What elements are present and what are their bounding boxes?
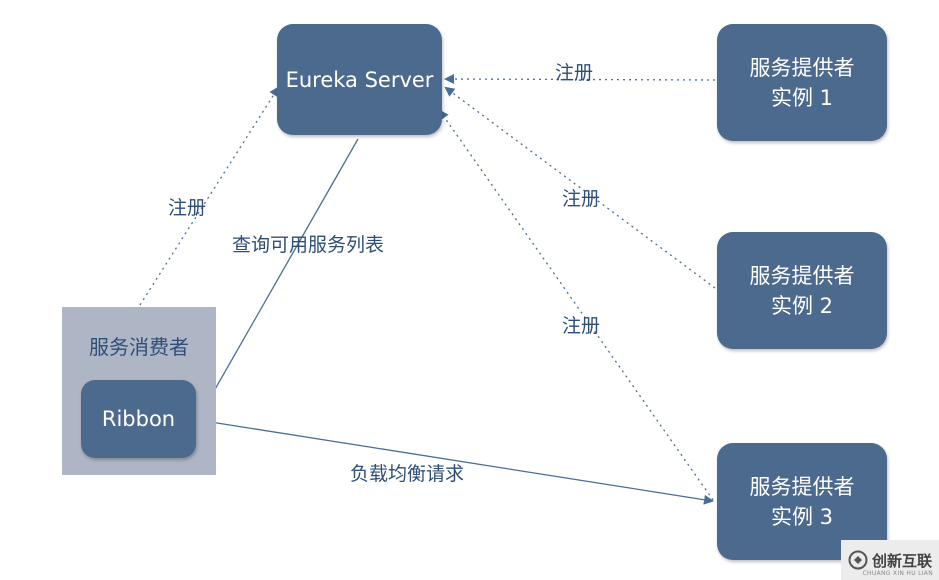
watermark-text: 创新互联 — [871, 551, 932, 570]
label-consumer-register: 注册 — [168, 197, 207, 219]
edge-query-service-list — [201, 138, 359, 414]
eureka-server-node: Eureka Server — [277, 24, 442, 135]
provider-3-line2: 实例 3 — [770, 504, 834, 529]
service-consumer-title: 服务消费者 — [89, 335, 189, 359]
edge-provider2-register — [444, 86, 716, 289]
provider-1-line2: 实例 1 — [770, 85, 834, 110]
watermark-subtext: CHUANG XIN HU LIAN — [862, 570, 933, 577]
service-consumer-box: 服务消费者 Ribbon — [62, 307, 216, 475]
brand-icon — [848, 550, 868, 570]
eureka-server-label: Eureka Server — [285, 67, 434, 92]
ribbon-label: Ribbon — [101, 407, 176, 431]
provider-1-node: 服务提供者 实例 1 — [717, 24, 887, 141]
label-provider1-register: 注册 — [555, 62, 594, 84]
edge-provider3-register — [438, 109, 714, 501]
edge-load-balance — [197, 419, 714, 505]
label-query-service-list: 查询可用服务列表 — [232, 234, 385, 256]
watermark-logo: 创新互联 CHUANG XIN HU LIAN — [841, 540, 939, 580]
ribbon-node: Ribbon — [81, 380, 196, 458]
provider-1-line1: 服务提供者 — [749, 55, 855, 80]
label-load-balance: 负载均衡请求 — [350, 463, 465, 485]
provider-2-line1: 服务提供者 — [749, 263, 855, 288]
provider-3-line1: 服务提供者 — [749, 474, 855, 499]
provider-2-node: 服务提供者 实例 2 — [717, 232, 887, 349]
edge-consumer-register — [139, 86, 280, 306]
provider-2-line2: 实例 2 — [770, 293, 834, 318]
label-provider2-register: 注册 — [562, 188, 601, 210]
label-provider3-register: 注册 — [562, 315, 601, 337]
